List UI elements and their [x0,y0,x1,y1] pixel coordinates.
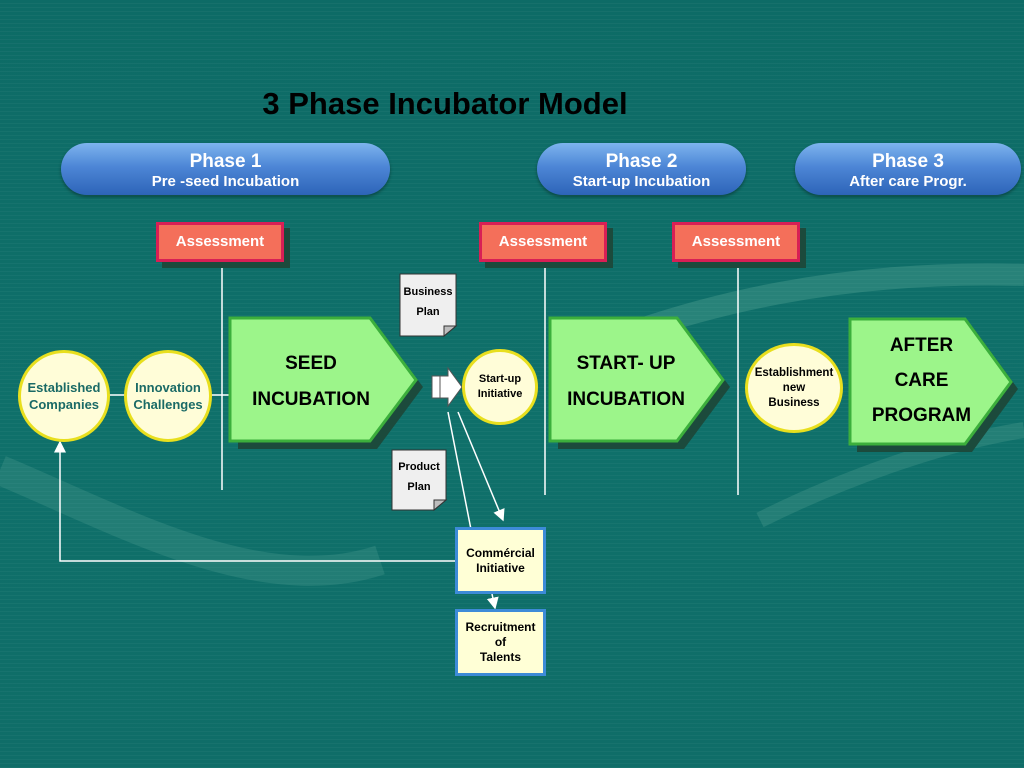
phase-2-pill: Phase 2 Start-up Incubation [537,143,746,195]
establishment-line-3: Business [768,396,820,409]
recruitment-line-2: of [494,635,507,649]
phase-2-subtitle: Start-up Incubation [572,173,711,190]
business-plan-label: Business Plan [398,282,458,322]
aftercare-line-1: AFTER [889,335,954,356]
phase-1-title: Phase 1 [189,151,262,172]
recruitment-line-3: Talents [479,650,522,664]
commercial-line-1: Commércial [466,545,535,560]
innovation-line-2: Challenges [133,397,203,412]
product-plan-line-2: Plan [407,481,431,493]
seed-line-1: SEED [285,353,337,374]
establishment-new-business-circle: Establishment new Business [745,343,843,433]
phase-1-subtitle: Pre -seed Incubation [151,173,300,190]
commercial-line-2: Initiative [476,560,525,575]
phase-3-subtitle: After care Progr. [849,173,967,190]
page-title: 3 Phase Incubator Model [262,86,628,121]
seed-line-2: INCUBATION [252,389,370,410]
startup-line-1: START- UP [576,353,676,374]
aftercare-line-3: PROGRAM [871,405,972,426]
block-arrow [431,366,463,408]
product-plan-label: Product Plan [390,457,448,497]
phase-3-title: Phase 3 [872,151,944,172]
business-plan-line-2: Plan [416,306,440,318]
phase-1-pill: Phase 1 Pre -seed Incubation [61,143,390,195]
assessment-box-1: Assessment [156,222,284,262]
seed-arrow-shape [228,316,418,443]
aftercare-arrow-shape [848,317,1013,446]
startup-initiative-circle: Start-up Initiative [462,349,538,425]
establishment-line-1: Establishment [754,366,834,379]
innovation-line-1: Innovation [135,380,201,395]
business-plan-doc [399,273,458,338]
innovation-challenges-circle: Innovation Challenges [124,350,212,442]
assessment-box-2: Assessment [479,222,607,262]
commercial-initiative-box: Commércial Initiative [455,527,546,594]
business-plan-line-1: Business [403,286,453,298]
startup-incubation-label: START- UP INCUBATION [550,346,702,418]
recruitment-of-talents-box: Recruitment of Talents [455,609,546,676]
establishment-line-2: new [782,381,806,394]
phase-3-pill: Phase 3 After care Progr. [795,143,1021,195]
startup-line-2: INCUBATION [567,389,685,410]
aftercare-program-label: AFTER CARE PROGRAM [850,328,993,433]
phase-2-title: Phase 2 [605,151,678,172]
aftercare-line-2: CARE [894,370,949,391]
product-plan-doc [391,449,448,512]
assessment-box-3: Assessment [672,222,800,262]
established-companies-circle: Established Companies [18,350,110,442]
feedback-arrow [54,440,456,562]
down-arrow [486,593,499,610]
startup-arrow-shape [548,316,725,443]
startup-initiative-line-1: Start-up [478,373,522,385]
established-line-2: Companies [28,397,100,412]
seed-incubation-label: SEED INCUBATION [232,346,390,418]
established-line-1: Established [27,380,101,395]
startup-initiative-line-2: Initiative [477,388,523,400]
product-plan-line-1: Product [398,461,440,473]
diag-arrow-2 [457,411,505,522]
recruitment-line-1: Recruitment [465,620,536,634]
